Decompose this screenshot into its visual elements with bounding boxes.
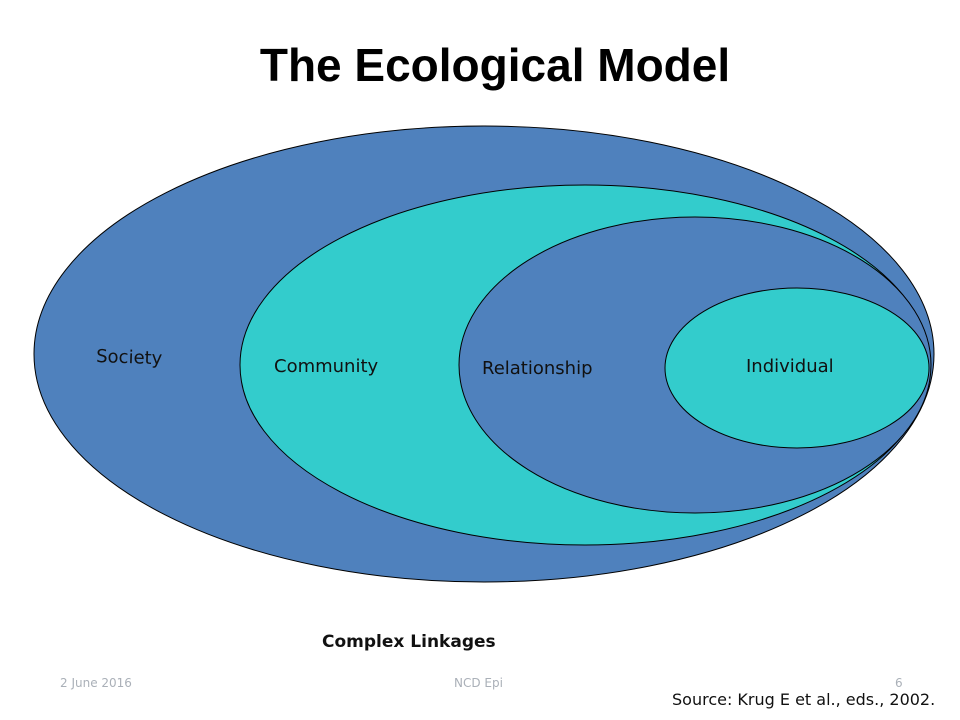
- complex-linkages-caption: Complex Linkages: [322, 632, 496, 652]
- individual-ellipse: [664, 287, 930, 449]
- footer-page-number: 6: [895, 676, 903, 690]
- individual-label: Individual: [746, 356, 834, 377]
- society-label: Society: [96, 346, 163, 369]
- footer-center-text: NCD Epi: [454, 676, 503, 690]
- relationship-label: Relationship: [482, 358, 593, 379]
- community-label: Community: [274, 356, 379, 377]
- footer-date: 2 June 2016: [60, 676, 132, 690]
- source-citation: Source: Krug E et al., eds., 2002.: [672, 690, 936, 709]
- slide-title: The Ecological Model: [259, 39, 731, 91]
